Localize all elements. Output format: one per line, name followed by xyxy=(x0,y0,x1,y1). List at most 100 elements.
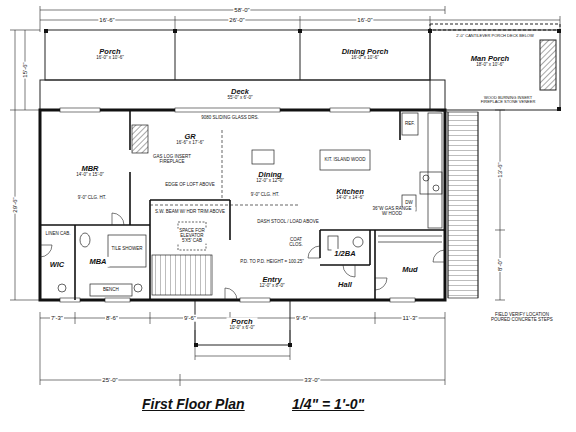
room-label: Deck55'-0" x 6'-0" xyxy=(225,87,256,102)
fixtures-part xyxy=(320,150,370,170)
fixtures-part xyxy=(90,284,132,296)
interior-walls-part xyxy=(320,264,370,266)
glass-doors-part xyxy=(240,298,270,302)
plan-note: 36"W GAS RANGE W/ HOOD xyxy=(369,207,416,217)
porch-outlines-part xyxy=(40,80,445,110)
plan-note: SPACE FOR ELEVATOR 5'X5' CAB xyxy=(175,229,209,244)
porch-outlines-part xyxy=(430,24,560,30)
dimension-lines-part xyxy=(375,312,376,324)
room-name: Kitchen xyxy=(336,188,365,196)
interior-walls-part xyxy=(399,110,401,140)
plan-note: TILE SHOWER xyxy=(110,247,143,252)
interior-walls-part xyxy=(129,172,131,225)
dimension-text: 8'-0" xyxy=(497,258,504,272)
dimension-text: 16'-6" xyxy=(98,17,115,24)
plan-note: EDGE OF LOFT ABOVE xyxy=(164,183,215,188)
dimension-text: 11'-3" xyxy=(402,315,419,322)
room-label: Porch10'-0" x 6'-0" xyxy=(227,317,258,332)
room-size: 12'-0" x 8'-0" xyxy=(259,285,286,290)
porch-columns-part xyxy=(44,29,48,33)
room-name: Deck xyxy=(227,88,254,96)
fixtures-part xyxy=(353,237,363,247)
fixtures-part xyxy=(433,185,439,191)
plan-note: GAS LOG INSERT FIREPLACE xyxy=(151,155,193,165)
room-name: Mud xyxy=(402,266,419,274)
interior-walls-part xyxy=(229,200,231,240)
stairs-part xyxy=(448,112,449,298)
porch-columns-part xyxy=(194,343,198,347)
dimension-lines-part xyxy=(150,312,151,324)
room-size: 10'-0" x 6'-0" xyxy=(229,327,256,332)
fixtures-part xyxy=(132,125,148,153)
stairs-part xyxy=(152,255,212,295)
porch-outlines-part xyxy=(300,30,301,80)
plan-note: 2'-0" CANTILEVER PORCH DECK BELOW xyxy=(455,34,535,38)
room-name: Entry xyxy=(259,276,286,284)
fixtures-part xyxy=(378,236,442,237)
fixtures-part xyxy=(402,113,418,135)
glass-doors-part xyxy=(330,108,370,112)
fixtures-part xyxy=(423,175,429,181)
dimension-text: 33'-0" xyxy=(303,377,320,384)
interior-walls-part xyxy=(150,199,230,201)
exterior-walls-part xyxy=(40,110,445,300)
room-name: Hall xyxy=(338,281,353,289)
porch-outlines-part xyxy=(175,30,176,80)
room-label: GR16'-6" x 17'-6" xyxy=(174,132,207,147)
dimension-text: 29'-6" xyxy=(12,196,19,213)
door-swings-part xyxy=(433,250,445,262)
glass-doors-part xyxy=(175,108,280,112)
plan-note: P.D. TO P.D. HEIGHT = 100.25" xyxy=(239,260,305,265)
interior-walls-part xyxy=(74,225,76,300)
room-size: 55'-0" x 6'-0" xyxy=(227,97,254,102)
porch-outlines xyxy=(40,24,560,345)
door-swings xyxy=(40,213,445,300)
plan-note: COAT CLOS. xyxy=(283,238,309,248)
plan-note: 9080 SLIDING GLASS DRS. xyxy=(200,116,260,121)
porch-outlines-part xyxy=(195,300,290,345)
room-size: 14'-0" x 15'-0" xyxy=(76,174,105,179)
room-label: MBA xyxy=(87,257,110,267)
dimension-lines-part xyxy=(15,30,16,300)
exterior-walls xyxy=(40,110,445,300)
dimension-text: 13'-6" xyxy=(497,161,504,178)
stairs-part xyxy=(478,112,479,298)
porch-columns-part xyxy=(557,107,561,111)
door-swings-part xyxy=(375,278,387,290)
room-label: Dining Porch16'-0" x 10'-6" xyxy=(339,47,391,62)
dimension-lines-part xyxy=(40,312,41,385)
room-name: Porch xyxy=(229,318,256,326)
interior-walls xyxy=(40,110,445,300)
glass-doors-part xyxy=(60,298,80,302)
plan-note: KIT. ISLAND WOOD xyxy=(323,158,366,163)
room-label: 1/2BA xyxy=(332,249,359,259)
plan-note: DASH STOOL / LOAD ABOVE xyxy=(256,220,319,225)
door-swings-part xyxy=(40,245,52,257)
glass-doors-part xyxy=(60,108,100,112)
room-name: Dining xyxy=(256,171,285,179)
fixtures-part xyxy=(252,150,274,164)
glass-doors-part xyxy=(390,298,415,302)
room-label: Porch16'-0" x 10'-6" xyxy=(94,47,127,62)
fixtures-part xyxy=(222,130,223,200)
room-size: 12'-0" x 12'-0" xyxy=(256,180,285,185)
dimension-text: 15'-6" xyxy=(22,61,29,78)
dimension-text: 9'-6" xyxy=(295,315,309,322)
stairs xyxy=(152,110,478,298)
dimension-lines-part xyxy=(75,312,76,324)
interior-walls-part xyxy=(40,224,150,226)
dimension-lines-part xyxy=(445,6,446,14)
interior-walls-part xyxy=(149,200,151,300)
dimension-lines-part xyxy=(495,230,505,231)
fixtures-part xyxy=(378,242,442,243)
dimension-text: 25'-0" xyxy=(101,377,118,384)
room-size: 18'-0" x 10'-6" xyxy=(470,64,510,69)
room-size: 14'-0" x 14'-6" xyxy=(336,197,365,202)
room-label: WIC xyxy=(47,260,67,270)
room-label: MBR14'-0" x 15'-0" xyxy=(74,164,107,179)
room-label: Hall xyxy=(336,280,355,290)
room-size: 16'-6" x 17'-6" xyxy=(176,142,205,147)
room-label: Mud xyxy=(400,265,421,275)
room-label: Kitchen14'-0" x 14'-6" xyxy=(334,187,367,202)
